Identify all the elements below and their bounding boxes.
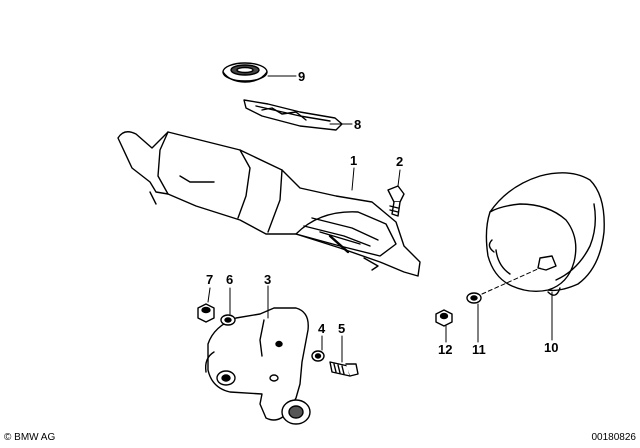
part-1-housing <box>117 131 421 277</box>
callout-1: 1 <box>350 153 357 168</box>
assembly-line <box>481 267 541 295</box>
leader-lines <box>207 75 553 363</box>
part-3-bracket <box>204 307 311 425</box>
part-6-washer <box>220 314 236 326</box>
callout-11: 11 <box>472 342 486 357</box>
part-9-grommet <box>222 62 268 83</box>
part-12-nut <box>435 309 453 327</box>
callout-12: 12 <box>438 342 452 357</box>
callout-7: 7 <box>206 272 213 287</box>
callout-9: 9 <box>298 69 305 84</box>
document-id: 00180826 <box>591 432 637 443</box>
part-7-nut <box>197 303 215 323</box>
part-4-washer <box>311 350 325 362</box>
part-10-cover <box>485 172 605 296</box>
callout-3: 3 <box>264 272 271 287</box>
callout-10: 10 <box>544 340 558 355</box>
part-5-bolt <box>329 361 359 377</box>
copyright-text: © BMW AG <box>4 432 56 443</box>
callout-4: 4 <box>318 321 326 336</box>
part-11-washer <box>466 292 482 304</box>
part-2-bolt <box>387 185 405 217</box>
callout-8: 8 <box>354 117 361 132</box>
callout-5: 5 <box>338 321 345 336</box>
part-8-gasket <box>243 99 343 131</box>
callout-6: 6 <box>226 272 233 287</box>
callout-2: 2 <box>396 154 403 169</box>
